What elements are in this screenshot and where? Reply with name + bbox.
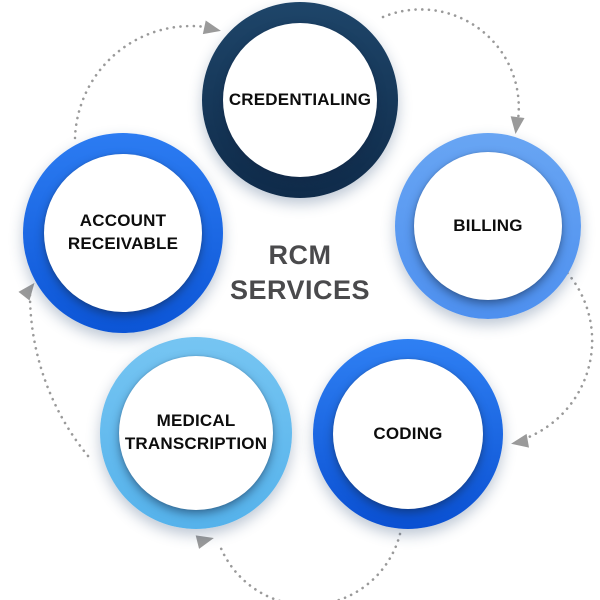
node-account-receivable-face: ACCOUNT RECEIVABLE [44, 154, 202, 312]
node-billing: BILLING [395, 133, 581, 319]
node-coding-label: CODING [373, 423, 443, 443]
node-coding: CODING [313, 339, 503, 529]
arrowhead-icon-to-coding [511, 433, 530, 448]
flow-arc-billing-to-coding [516, 266, 594, 443]
flow-arc-coding-to-medical-transcription [218, 532, 402, 600]
node-medical-transcription: MEDICAL TRANSCRIPTION [100, 337, 292, 529]
flow-arc-account-receivable-to-credentialing [73, 24, 214, 140]
flow-arc-medical-transcription-to-account-receivable [28, 288, 90, 458]
arrowhead-icon-to-medical-transcription [195, 535, 214, 549]
node-medical-transcription-label: MEDICAL TRANSCRIPTION [124, 411, 268, 453]
arrowhead-icon-to-billing [510, 116, 525, 134]
center-title: RCM SERVICES [229, 240, 371, 306]
node-account-receivable-label: ACCOUNT RECEIVABLE [67, 211, 179, 253]
node-credentialing-label: CREDENTIALING [228, 89, 372, 109]
flow-arc-credentialing-to-billing [381, 8, 521, 128]
node-medical-transcription-face: MEDICAL TRANSCRIPTION [119, 356, 273, 510]
node-billing-face: BILLING [414, 152, 562, 300]
node-credentialing-face: CREDENTIALING [223, 23, 377, 177]
node-coding-face: CODING [333, 359, 483, 509]
arrowhead-icon-to-account-receivable [18, 282, 35, 301]
node-account-receivable: ACCOUNT RECEIVABLE [23, 133, 223, 333]
arrowhead-icon-to-credentialing [202, 20, 221, 35]
node-billing-label: BILLING [453, 215, 523, 235]
node-credentialing: CREDENTIALING [202, 2, 398, 198]
